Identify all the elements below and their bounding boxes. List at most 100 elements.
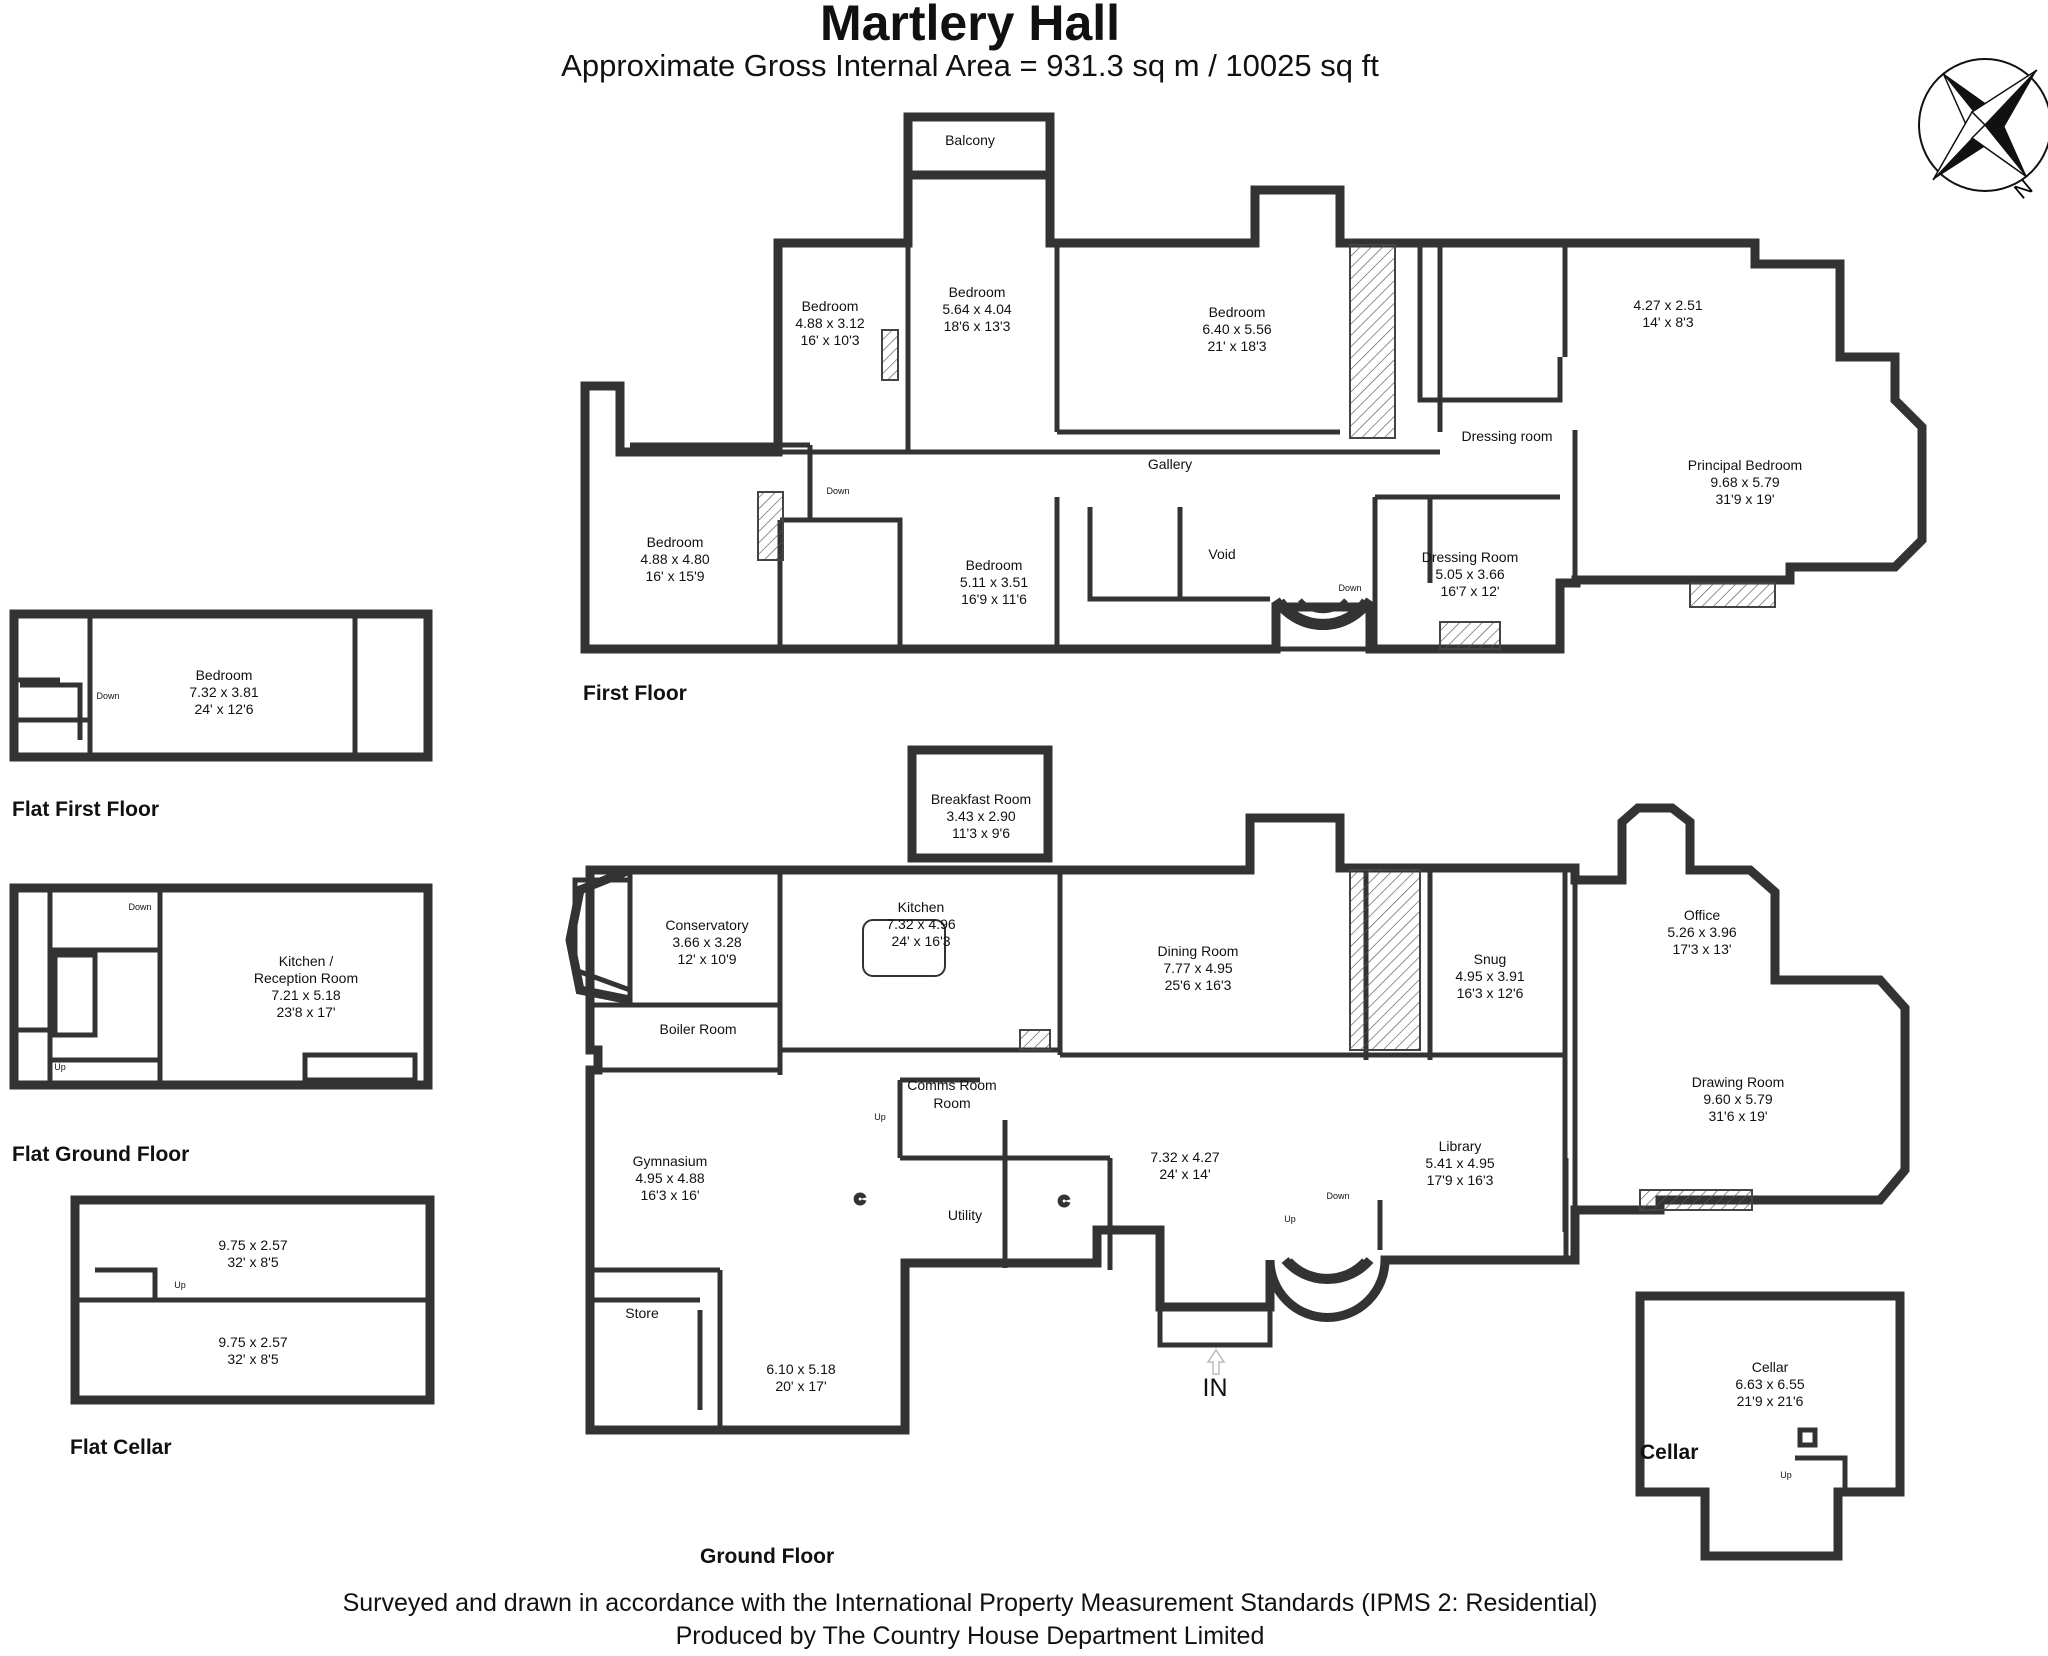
room-imperial: 25'6 x 16'3: [1165, 977, 1232, 993]
room-name: Balcony: [945, 132, 995, 148]
cellar-plan: [1635, 1291, 1905, 1561]
stair-note: Down: [1338, 583, 1361, 593]
room-imperial: 23'8 x 17': [276, 1004, 335, 1020]
room-imperial: 12' x 10'9: [677, 951, 736, 967]
room-metric: 4.27 x 2.51: [1633, 297, 1702, 313]
survey-note: Surveyed and drawn in accordance with th…: [342, 1589, 1598, 1617]
room-metric: 3.66 x 3.28: [672, 934, 741, 950]
stair-note: Up: [874, 1112, 886, 1122]
floor-label-flat-cellar: Flat Cellar: [70, 1436, 172, 1459]
floor-label-first-floor: First Floor: [583, 682, 687, 705]
gross-area-subtitle: Approximate Gross Internal Area = 931.3 …: [561, 48, 1379, 83]
room-metric: 7.77 x 4.95: [1163, 960, 1232, 976]
room-imperial: 17'3 x 13': [1672, 941, 1731, 957]
room-name: Dressing room: [1461, 428, 1552, 444]
stair-note: Up: [1284, 1214, 1296, 1224]
room-name: Kitchen /: [279, 953, 334, 969]
stair-note: Up: [54, 1062, 66, 1072]
room-name: Kitchen: [898, 899, 945, 915]
room-imperial: 24' x 14': [1159, 1166, 1210, 1182]
room-name: Comms Room: [907, 1077, 996, 1093]
room-name-line2: Room: [933, 1095, 970, 1111]
room-metric: 7.32 x 3.81: [189, 684, 258, 700]
floor-label-flat-ground-floor: Flat Ground Floor: [12, 1143, 189, 1166]
room-metric: 5.05 x 3.66: [1435, 566, 1504, 582]
entrance-arrow-icon: [1206, 1348, 1226, 1375]
room-name: Utility: [948, 1207, 982, 1223]
plan-title: Martlery Hall: [819, 0, 1121, 51]
room-imperial: 18'6 x 13'3: [944, 318, 1011, 334]
flat-first-floor-plan: [9, 609, 433, 762]
room-metric: 5.11 x 3.51: [960, 574, 1028, 590]
room-name: Bedroom: [949, 284, 1006, 300]
first-floor-labels: Balcony Bedroom 4.88 x 3.12 16' x 10'3 B…: [583, 132, 1802, 705]
room-imperial: 16' x 10'3: [800, 332, 859, 348]
first-floor-plan: [580, 112, 1927, 654]
room-imperial: 17'9 x 16'3: [1427, 1172, 1494, 1188]
compass-icon: N: [1918, 58, 2048, 204]
room-metric: 4.88 x 3.12: [795, 315, 864, 331]
floor-label-flat-first-floor: Flat First Floor: [12, 798, 159, 821]
stair-note: Down: [826, 486, 849, 496]
room-name: Gallery: [1148, 456, 1192, 472]
room-metric: 9.75 x 2.57: [218, 1237, 287, 1253]
room-imperial: 11'3 x 9'6: [952, 825, 1010, 841]
room-metric: 5.41 x 4.95: [1425, 1155, 1494, 1171]
flat-labels: Bedroom 7.32 x 3.81 24' x 12'6 Down Flat…: [12, 667, 1805, 1480]
room-name: Gymnasium: [633, 1153, 708, 1169]
room-metric: 4.95 x 3.91: [1455, 968, 1524, 984]
room-imperial: 31'9 x 19': [1715, 491, 1774, 507]
room-metric: 9.60 x 5.79: [1703, 1091, 1772, 1107]
room-metric: 7.32 x 4.27: [1150, 1149, 1219, 1165]
room-metric: 3.43 x 2.90: [946, 808, 1015, 824]
room-imperial: 16'3 x 16': [640, 1187, 699, 1203]
room-imperial: 32' x 8'5: [227, 1351, 278, 1367]
room-imperial: 14' x 8'3: [1642, 314, 1693, 330]
room-imperial: 16'9 x 11'6: [961, 591, 1027, 607]
room-metric: 5.64 x 4.04: [942, 301, 1011, 317]
room-name: Void: [1208, 546, 1235, 562]
room-name: Snug: [1474, 951, 1507, 967]
room-metric: 6.40 x 5.56: [1202, 321, 1271, 337]
room-name: Office: [1684, 907, 1721, 923]
room-metric: 7.32 x 4.96: [886, 916, 955, 932]
room-imperial: 24' x 12'6: [194, 701, 253, 717]
room-name: Conservatory: [665, 917, 748, 933]
compass-north-label: N: [2009, 174, 2037, 203]
room-name: Bedroom: [802, 298, 859, 314]
room-name: Bedroom: [196, 667, 253, 683]
room-metric: 9.68 x 5.79: [1710, 474, 1779, 490]
room-metric: 4.95 x 4.88: [635, 1170, 704, 1186]
room-imperial: 31'6 x 19': [1708, 1108, 1767, 1124]
floor-label-cellar: Cellar: [1640, 1441, 1698, 1464]
room-imperial: 24' x 16'3: [891, 933, 950, 949]
room-metric: 6.10 x 5.18: [766, 1361, 835, 1377]
room-metric: 9.75 x 2.57: [218, 1334, 287, 1350]
room-name: Principal Bedroom: [1688, 457, 1802, 473]
room-name: Bedroom: [966, 557, 1023, 573]
stair-note: Up: [1780, 1470, 1792, 1480]
room-imperial: 32' x 8'5: [227, 1254, 278, 1270]
room-name: Store: [625, 1305, 659, 1321]
room-metric: 7.21 x 5.18: [271, 987, 340, 1003]
room-name: Cellar: [1752, 1359, 1789, 1375]
ground-floor-plan: [565, 745, 1910, 1435]
entrance-label: IN: [1203, 1374, 1228, 1402]
room-name: Bedroom: [647, 534, 704, 550]
room-name: Dressing Room: [1422, 549, 1518, 565]
room-name: Library: [1439, 1138, 1482, 1154]
flat-ground-floor-plan: [9, 883, 433, 1090]
room-imperial: 16'3 x 12'6: [1457, 985, 1524, 1001]
stair-note: Down: [128, 902, 151, 912]
stair-note: Down: [96, 691, 119, 701]
room-imperial: 21'9 x 21'6: [1737, 1393, 1804, 1409]
room-imperial: 21' x 18'3: [1207, 338, 1266, 354]
room-name: Boiler Room: [659, 1021, 736, 1037]
room-name: Drawing Room: [1692, 1074, 1785, 1090]
room-metric: 5.26 x 3.96: [1667, 924, 1736, 940]
room-name: Dining Room: [1158, 943, 1239, 959]
room-imperial: 16' x 15'9: [645, 568, 704, 584]
flat-cellar-plan: [70, 1195, 435, 1405]
ground-floor-labels: Breakfast Room 3.43 x 2.90 11'3 x 9'6 Co…: [625, 791, 1784, 1568]
